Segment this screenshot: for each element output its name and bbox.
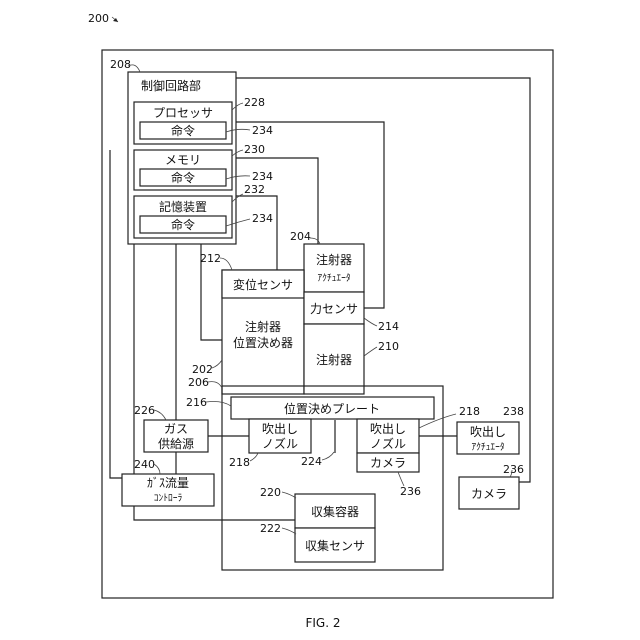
ref-236-outer: 236 bbox=[503, 463, 524, 476]
processor-instruction-label: 命令 bbox=[171, 123, 195, 138]
ref-212: 212 bbox=[200, 252, 221, 265]
ref-224: 224 bbox=[301, 455, 322, 468]
camera-outer-label: カメラ bbox=[471, 487, 507, 501]
ref-218-left: 218 bbox=[229, 456, 250, 469]
storage-instruction-label: 命令 bbox=[171, 217, 195, 232]
ref-234-a: 234 bbox=[252, 124, 273, 137]
ref-230: 230 bbox=[244, 143, 265, 156]
figure-caption: FIG. 2 bbox=[305, 616, 340, 630]
gas-supply-line2: 供給源 bbox=[158, 437, 194, 451]
ref-226: 226 bbox=[134, 404, 155, 417]
processor-label: プロセッサ bbox=[153, 106, 213, 120]
positioning-plate-label: 位置決めプレート bbox=[284, 401, 380, 416]
ref-234-c: 234 bbox=[252, 212, 273, 225]
injector-actuator-line1: 注射器 bbox=[316, 252, 352, 267]
ref-214: 214 bbox=[378, 320, 399, 333]
ref-216: 216 bbox=[186, 396, 207, 409]
gas-supply-line1: ガス bbox=[164, 422, 188, 436]
storage-label: 記憶装置 bbox=[159, 199, 207, 214]
ref-236-inner: 236 bbox=[400, 485, 421, 498]
ref-210: 210 bbox=[378, 340, 399, 353]
collection-container-label: 収集容器 bbox=[311, 504, 359, 519]
ref-240: 240 bbox=[134, 458, 155, 471]
control-circuit-label: 制御回路部 bbox=[141, 78, 201, 93]
nozzle-right-line2: ノズル bbox=[370, 436, 406, 451]
ref-206: 206 bbox=[188, 376, 209, 389]
nozzle-actuator-line2: ｱｸﾁｭｴｰﾀ bbox=[471, 442, 505, 453]
ref-208: 208 bbox=[110, 58, 131, 71]
gas-flow-controller-line1: ｶﾞｽ流量 bbox=[147, 476, 189, 490]
nozzle-left-line1: 吹出し bbox=[262, 422, 298, 436]
injector-label: 注射器 bbox=[316, 352, 352, 367]
injector-actuator-box bbox=[304, 244, 364, 292]
ref-218-right: 218 bbox=[459, 405, 480, 418]
ref-238: 238 bbox=[503, 405, 524, 418]
ref-204: 204 bbox=[290, 230, 311, 243]
ref-200: 200 bbox=[88, 12, 109, 25]
memory-instruction-label: 命令 bbox=[171, 170, 195, 185]
injector-actuator-line2: ｱｸﾁｭｴｰﾀ bbox=[317, 273, 351, 284]
nozzle-right-line1: 吹出し bbox=[370, 422, 406, 436]
gas-flow-controller-line2: ｺﾝﾄﾛｰﾗ bbox=[154, 493, 183, 504]
ref-202: 202 bbox=[192, 363, 213, 376]
injector-positioner-line1: 注射器 bbox=[245, 319, 281, 334]
camera-inner-label: カメラ bbox=[370, 456, 406, 470]
force-sensor-label: 力センサ bbox=[310, 302, 358, 316]
injector-positioner-line2: 位置決め器 bbox=[233, 335, 293, 350]
ref-220: 220 bbox=[260, 486, 281, 499]
nozzle-left-line2: ノズル bbox=[262, 436, 298, 451]
memory-label: メモリ bbox=[165, 153, 201, 167]
collection-sensor-label: 収集センサ bbox=[305, 538, 365, 553]
nozzle-actuator-line1: 吹出し bbox=[470, 425, 506, 439]
ref-232: 232 bbox=[244, 183, 265, 196]
displacement-sensor-label: 変位センサ bbox=[233, 277, 293, 292]
ref-234-b: 234 bbox=[252, 170, 273, 183]
ref-228: 228 bbox=[244, 96, 265, 109]
ref-222: 222 bbox=[260, 522, 281, 535]
